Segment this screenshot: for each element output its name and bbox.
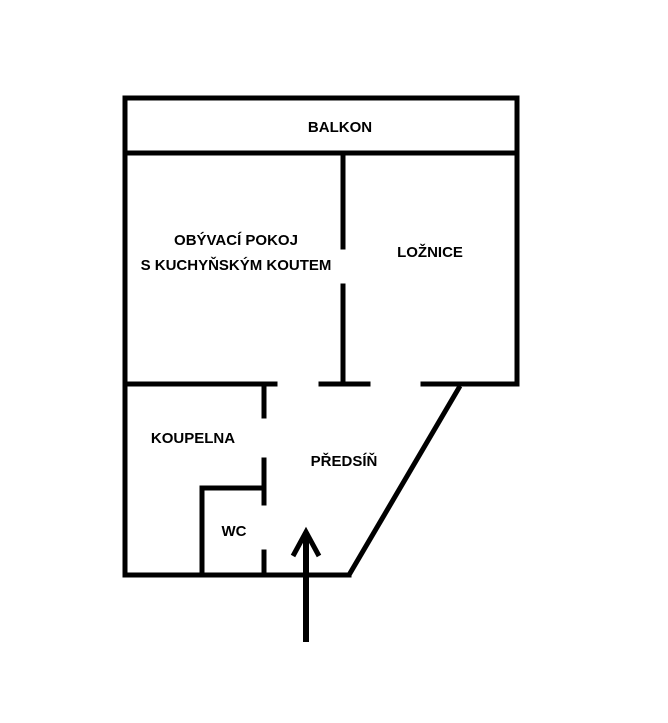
room-label-toilet: WC: [222, 523, 247, 540]
wall-diagonal: [346, 384, 463, 577]
room-label-hallway: PŘEDSÍŇ: [311, 452, 378, 470]
room-label-bathroom: KOUPELNA: [151, 430, 235, 447]
arrow-up-icon: [290, 526, 322, 642]
room-label-living-room-line2: S KUCHYŇSKÝM KOUTEM: [141, 256, 332, 274]
room-label-living-room-line1: OBÝVACÍ POKOJ: [174, 231, 298, 249]
walls: [122, 95, 520, 578]
room-label-bedroom: LOŽNICE: [397, 243, 463, 261]
room-label-balcony: BALKON: [308, 119, 372, 136]
